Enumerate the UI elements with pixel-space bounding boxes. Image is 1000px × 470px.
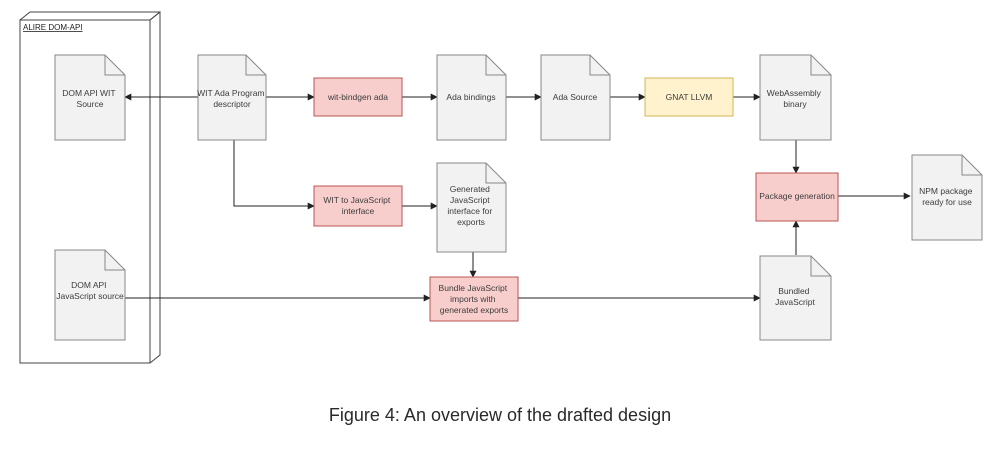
process-wit-bindgen-ada: wit-bindgen ada bbox=[313, 77, 403, 117]
group-title: ALIRE DOM-API bbox=[23, 23, 83, 32]
svg-text:WIT to JavaScript interf: WIT to JavaScript interface bbox=[323, 195, 392, 216]
doc-wit-ada-program-descriptor: WIT Ada Program descriptor bbox=[197, 54, 267, 141]
doc-dom-api-wit-source: DOM API WIT Source bbox=[54, 54, 126, 141]
edge-wit-ada-to-wit-to-js bbox=[233, 140, 315, 210]
svg-text:WebAssembly binary: WebAssembly binary bbox=[767, 88, 824, 109]
doc-npm-package: NPM package ready for use bbox=[911, 154, 983, 241]
doc-webassembly-binary: WebAssembly binary bbox=[759, 54, 832, 141]
process-bundle-javascript: Bundle JavaScript imports with generated… bbox=[429, 276, 519, 322]
svg-text:DOM API WIT Source: DOM API WIT Source bbox=[62, 88, 118, 109]
figure-caption: Figure 4: An overview of the drafted des… bbox=[328, 405, 672, 425]
doc-generated-js-interface: Generated JavaScript interface for expor… bbox=[436, 162, 507, 253]
process-gnat-llvm: GNAT LLVM bbox=[644, 77, 734, 117]
edges bbox=[124, 93, 911, 302]
doc-bundled-javascript: Bundled JavaScript bbox=[759, 255, 832, 341]
svg-text:Bundled JavaScript: Bundled JavaScript bbox=[775, 286, 815, 307]
design-diagram: ALIRE DOM-API DOM API WIT Source WIT Ada… bbox=[19, 10, 983, 364]
svg-text:NPM package ready for us: NPM package ready for use bbox=[919, 186, 975, 207]
svg-text:DOM API JavaScript sourc: DOM API JavaScript source bbox=[56, 280, 124, 301]
process-wit-to-javascript-interface: WIT to JavaScript interface bbox=[313, 185, 403, 227]
svg-text:WIT Ada Program descript: WIT Ada Program descriptor bbox=[197, 88, 267, 109]
doc-ada-bindings: Ada bindings bbox=[436, 54, 507, 141]
svg-text:Package generation: Package generation bbox=[759, 191, 835, 201]
svg-text:wit-bindgen ada: wit-bindgen ada bbox=[327, 92, 388, 102]
doc-ada-source: Ada Source bbox=[540, 54, 611, 141]
svg-text:Ada Source: Ada Source bbox=[553, 92, 598, 102]
process-package-generation: Package generation bbox=[755, 172, 839, 222]
svg-text:Bundle JavaScript import: Bundle JavaScript imports with generated… bbox=[439, 283, 510, 315]
svg-text:Generated JavaScript: Generated JavaScript interface for expor… bbox=[447, 184, 494, 227]
doc-dom-api-js-source: DOM API JavaScript source bbox=[54, 249, 126, 341]
svg-text:Ada bindings: Ada bindings bbox=[446, 92, 495, 102]
svg-text:GNAT LLVM: GNAT LLVM bbox=[666, 92, 713, 102]
